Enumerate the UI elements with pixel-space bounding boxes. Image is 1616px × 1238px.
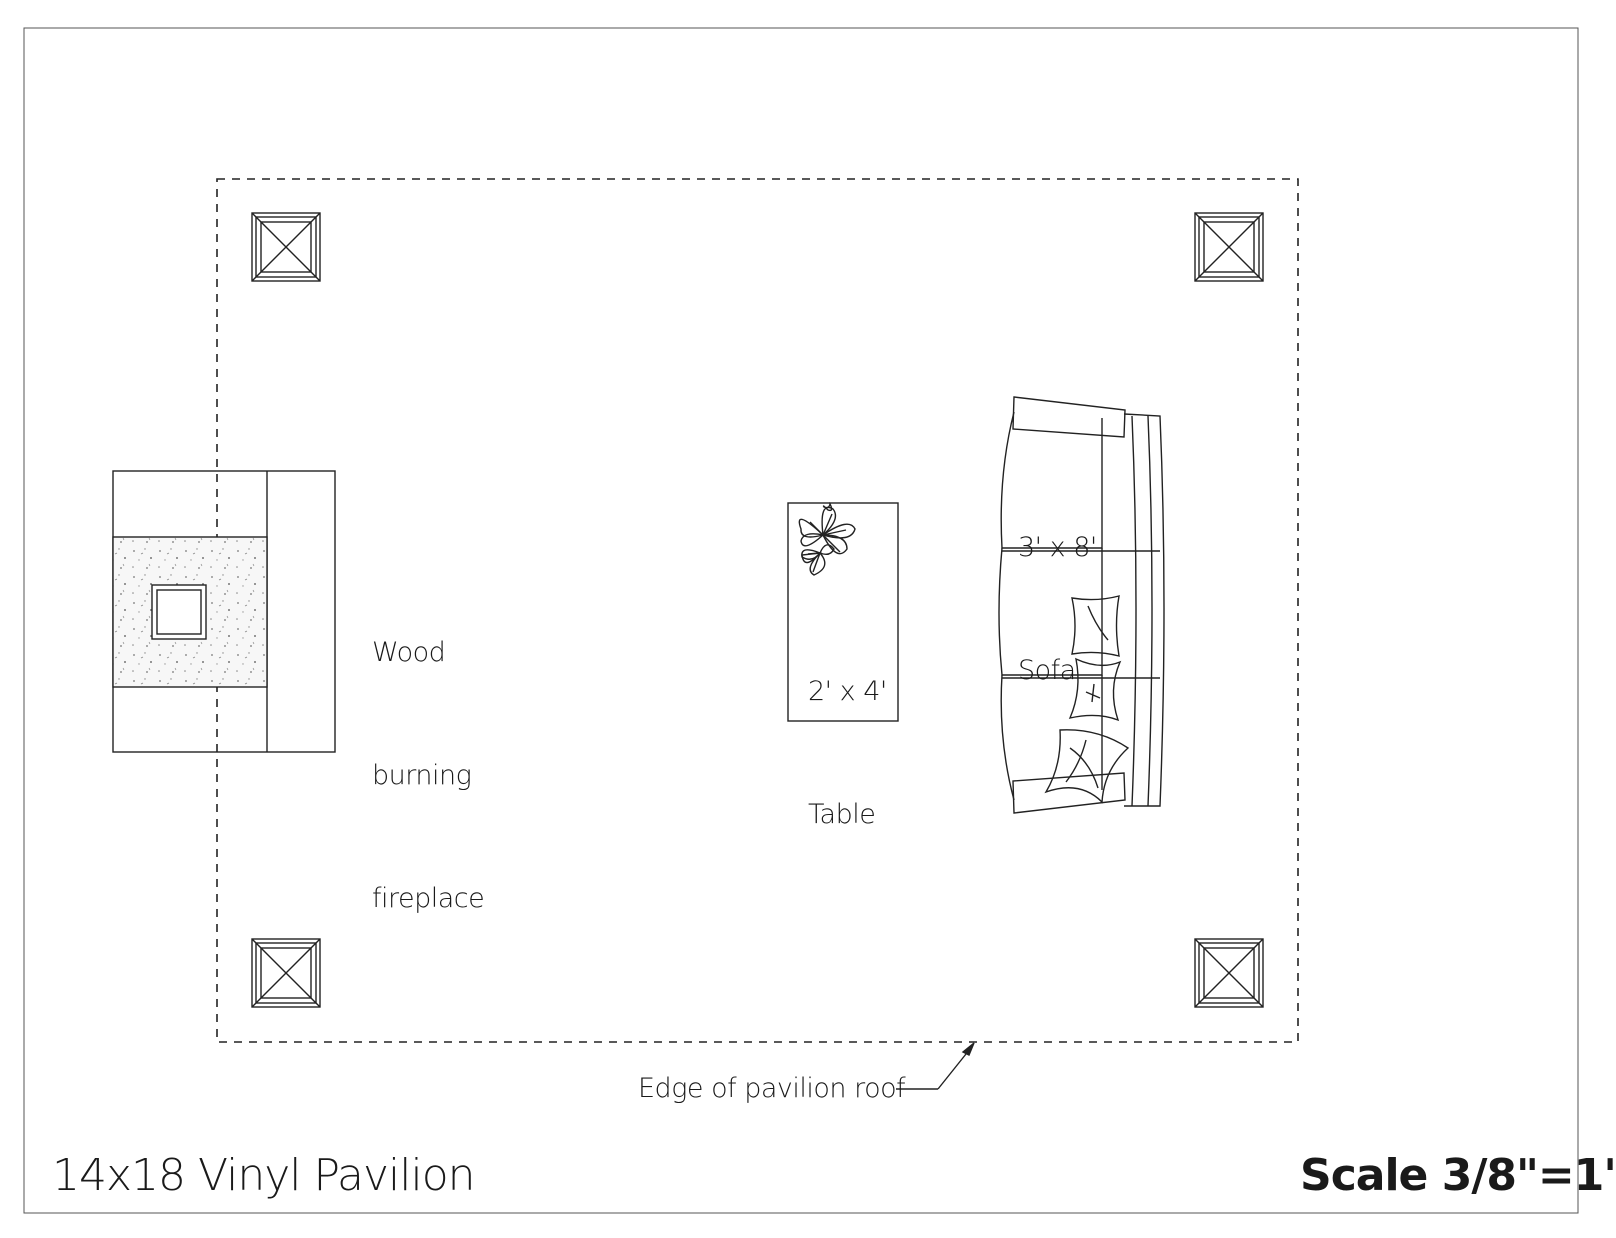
pillow-icon	[1044, 729, 1130, 804]
roof-edge-label: Edge of pavilion roof	[638, 1073, 906, 1104]
scale-note: Scale 3/8"=1'	[1300, 1150, 1616, 1201]
fireplace-label-line: fireplace	[372, 883, 485, 914]
table-label: 2' x 4' Table	[808, 589, 887, 876]
fireplace-label-line: Wood	[372, 637, 446, 668]
firebox	[151, 584, 207, 640]
sofa-label-line: Sofa	[1018, 655, 1076, 686]
fireplace-label: Wood burning fireplace	[372, 550, 485, 960]
pillow-icon	[1071, 595, 1120, 657]
roof-edge-leader	[896, 1042, 975, 1090]
sofa	[998, 396, 1165, 814]
post-bottom-left	[251, 938, 321, 1008]
table-label-line: Table	[808, 799, 876, 830]
drawing-title: 14x18 Vinyl Pavilion	[52, 1150, 476, 1201]
pillow-icon	[1068, 657, 1122, 722]
coffee-table	[787, 501, 899, 722]
fireplace-label-line: burning	[372, 760, 472, 791]
fireplace	[112, 470, 336, 753]
sheet-border	[23, 27, 1579, 1214]
sofa-label: 3' x 8' Sofa	[1018, 445, 1097, 732]
sofa-label-line: 3' x 8'	[1018, 532, 1097, 563]
plant-icon	[798, 501, 856, 576]
post-bottom-right	[1194, 938, 1264, 1008]
post-top-left	[251, 212, 321, 282]
table-label-line: 2' x 4'	[808, 676, 887, 707]
post-top-right	[1194, 212, 1264, 282]
